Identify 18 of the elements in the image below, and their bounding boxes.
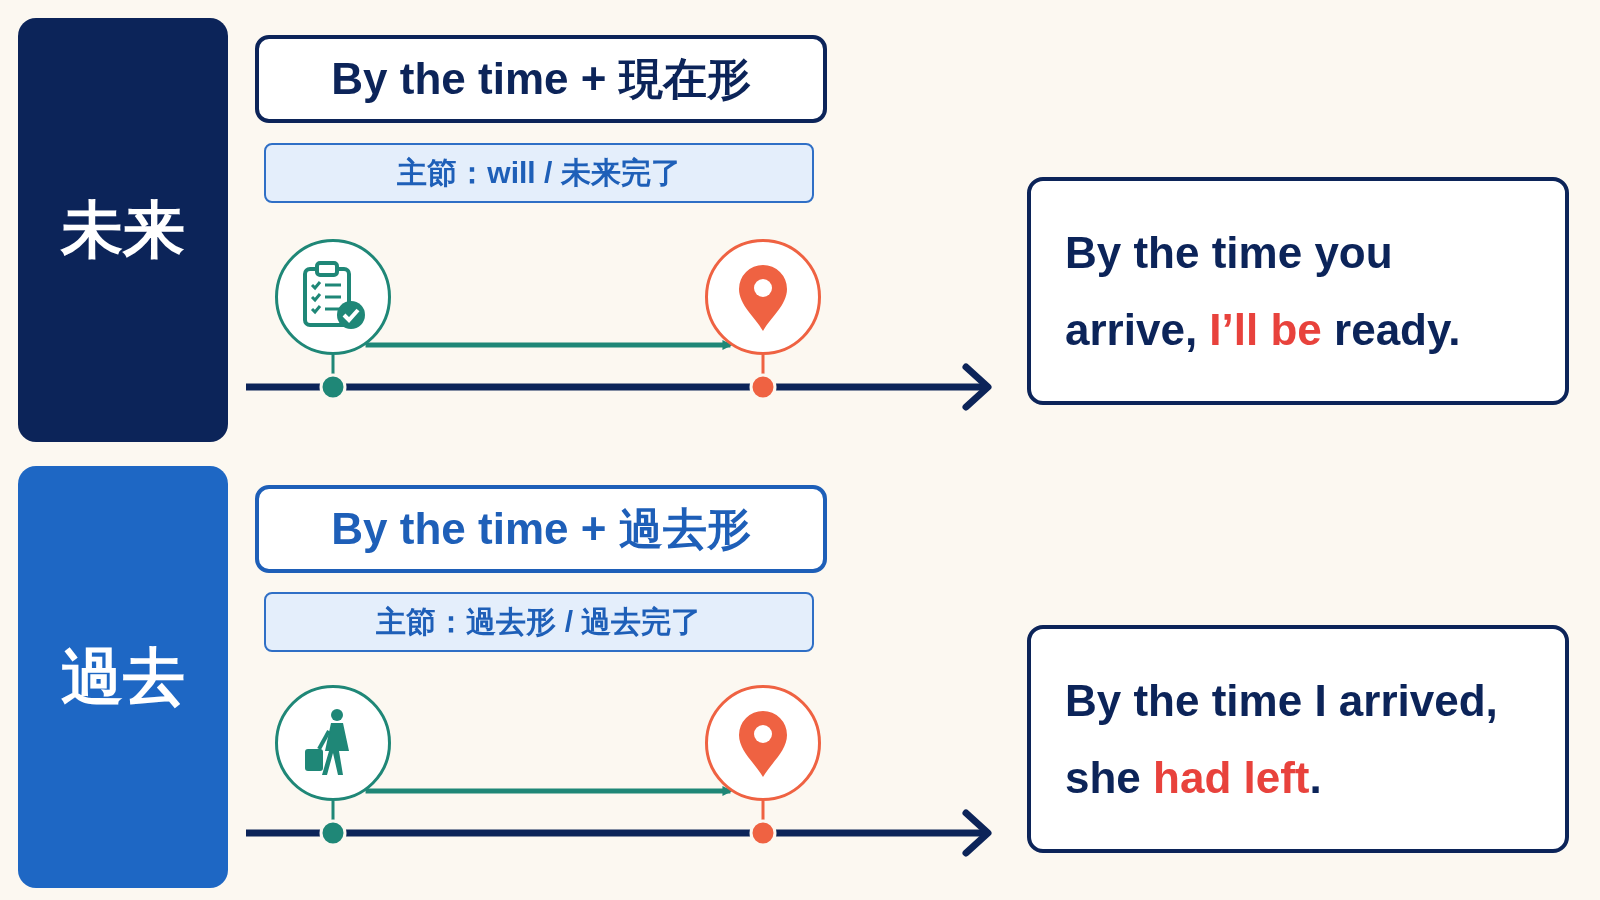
- example-sentence-box: [1027, 625, 1569, 853]
- category-tab: [18, 18, 228, 442]
- category-label: 過去: [61, 641, 185, 713]
- example-sentence: By the time you arrive, I’ll be ready.: [1065, 227, 1462, 356]
- formula-text: By the time + 現在形: [331, 52, 751, 105]
- clause-text: 主節：will / 未来完了: [397, 154, 681, 191]
- formula-box: [255, 35, 827, 123]
- example-sentence-box: [1027, 177, 1569, 405]
- formula-box: [255, 485, 827, 573]
- arrow: [365, 340, 733, 350]
- arrow: [365, 786, 733, 796]
- category-tab: [18, 466, 228, 888]
- category-label: 未来: [61, 194, 185, 266]
- clause-box: [264, 592, 814, 652]
- clause-text: 主節：過去形 / 過去完了: [376, 603, 702, 640]
- clause-box: [264, 143, 814, 203]
- example-sentence: By the time I arrived, she had left.: [1065, 675, 1499, 804]
- formula-text: By the time + 過去形: [331, 502, 751, 555]
